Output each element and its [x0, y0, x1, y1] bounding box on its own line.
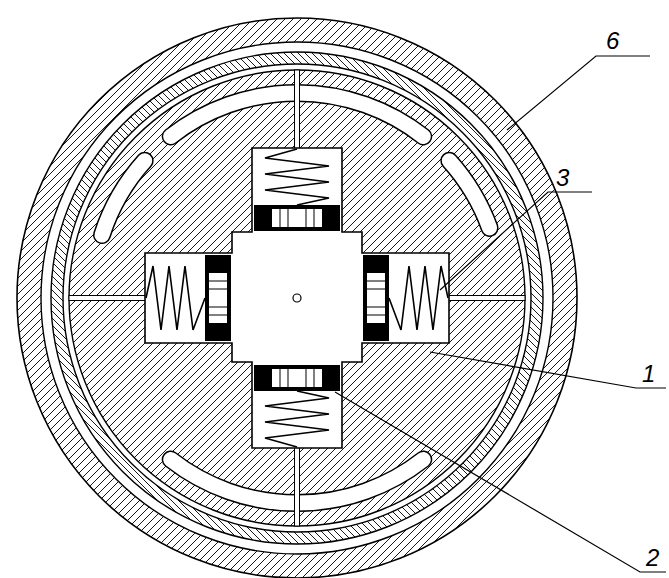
- arc-slots: [102, 93, 490, 503]
- ring-outline: [63, 64, 531, 532]
- rotor-body: [69, 70, 525, 526]
- spring-chambers: [145, 148, 449, 448]
- rollers: [205, 205, 389, 391]
- drain-holes: [69, 70, 525, 526]
- leader-lines: [335, 56, 666, 572]
- ring: [57, 58, 537, 538]
- ring-outline: [51, 52, 543, 544]
- housing-outline: [17, 18, 577, 578]
- center-point: [293, 294, 301, 302]
- callout-number: 6: [606, 28, 619, 54]
- callout-number: 3: [556, 165, 569, 191]
- springs: [146, 149, 448, 447]
- callout-number: 1: [642, 361, 655, 387]
- housing-outline: [41, 42, 553, 554]
- callout-number: 2: [646, 545, 659, 571]
- housing: [29, 30, 565, 566]
